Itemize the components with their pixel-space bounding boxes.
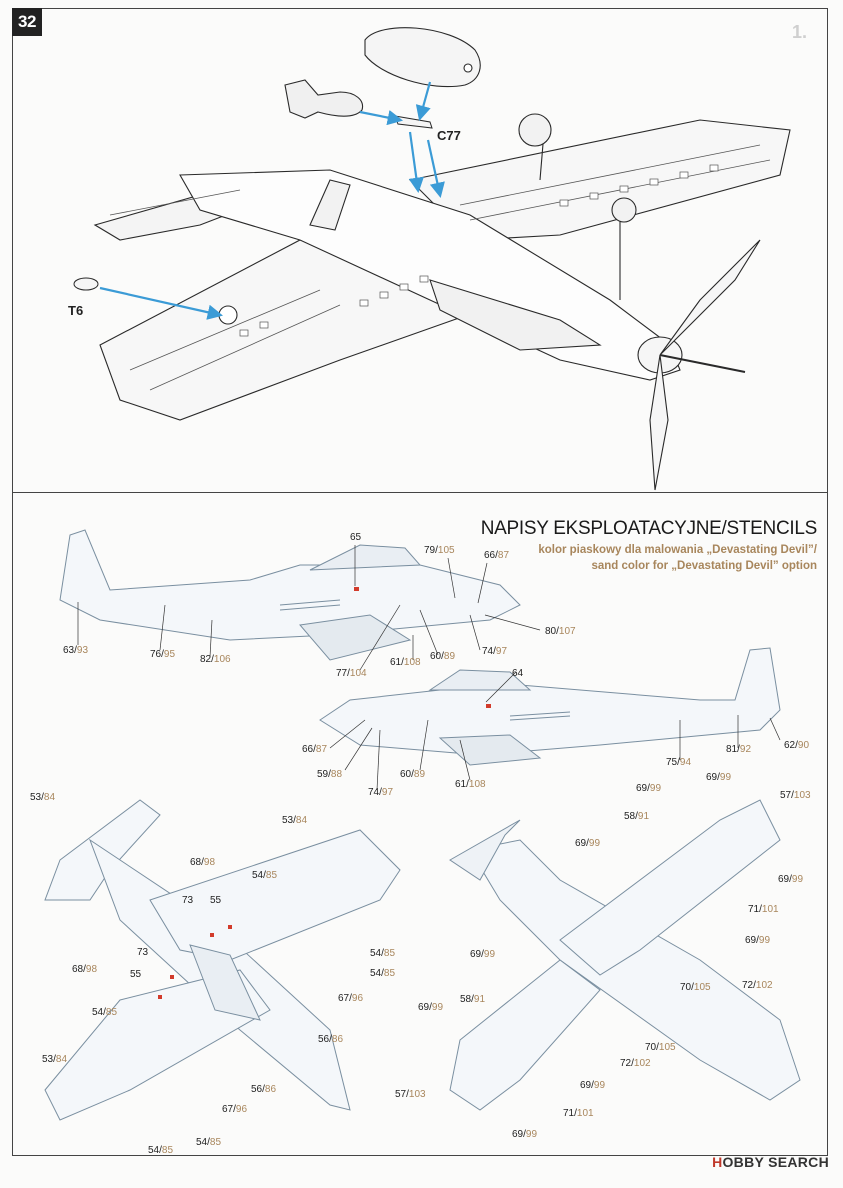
stencil-label: 82/106 [200,654,231,665]
stencil-label: 53/84 [30,792,55,803]
stencil-label: 54/85 [196,1137,221,1148]
side-profile-right [319,647,781,766]
decal-mark-64 [486,704,491,708]
stencil-label: 62/90 [784,740,809,751]
bomb-part [284,79,364,119]
stencil-label: 64 [512,668,524,679]
stencil-label: 77/104 [336,668,367,679]
assembly-arrows [99,81,445,320]
stencil-label: 54/85 [370,948,395,959]
stencil-label: 67/96 [222,1104,247,1115]
stencil-label: 53/84 [282,815,307,826]
stencil-label: 69/99 [470,949,495,960]
stencil-label: 80/107 [545,626,576,637]
callout-c77: C77 [437,128,461,143]
stencil-label: 70/105 [645,1042,676,1053]
stencil-label: 56/86 [318,1034,343,1045]
stencil-label: 79/105 [424,545,455,556]
stencil-label: 60/89 [430,651,455,662]
stencil-label: 54/85 [252,870,277,881]
stencil-label: 61/108 [390,657,421,668]
plan-view-upper-surface [44,799,401,1121]
side-profile-left [59,529,521,661]
stencil-label: 69/99 [580,1080,605,1091]
stencil-label: 71/101 [563,1108,594,1119]
stencil-label: 73 [137,947,149,958]
stencil-label: 66/87 [484,550,509,561]
stencil-label: 69/99 [418,1002,443,1013]
callout-t6: T6 [68,303,83,318]
stencil-label: 70/105 [680,982,711,993]
stencil-label: 60/89 [400,769,425,780]
airframe-underside-drawing [93,113,791,491]
corner-mark: 1. [792,22,807,42]
stencil-label: 67/96 [338,993,363,1004]
stencil-label: 74/97 [368,787,393,798]
decal-marks-profile-left [354,587,359,591]
stencil-label: 69/99 [636,783,661,794]
stencil-label: 59/88 [317,769,342,780]
stencil-label: 72/102 [620,1058,651,1069]
stencil-label: 54/85 [148,1145,173,1156]
stencil-label: 54/85 [370,968,395,979]
stencil-label: 66/87 [302,744,327,755]
stencil-label: 56/86 [251,1084,276,1095]
page-frame [12,8,828,1156]
stencil-label: 61/108 [455,779,486,790]
stencils-title: NAPISY EKSPLOATACYJNE/STENCILS [480,518,818,539]
stencil-label: 53/84 [42,1054,67,1065]
stencil-label: 74/97 [482,646,507,657]
stencil-label: 69/99 [706,772,731,783]
stencils-subtitle-line2: sand color for „Devastating Devil” optio… [591,560,817,572]
stencil-label: 68/98 [72,964,97,975]
stencil-labels: 65 79/105 66/87 63/93 76/95 82/106 77/104 61/10… [30,532,811,1156]
stencils-subtitle-line1: kolor piaskowy dla malowania „Devastatin… [538,544,817,556]
stencil-label: 81/92 [726,744,751,755]
step-number-badge: 32 [12,8,42,36]
part-t6-disc [73,277,99,291]
plan-view-lower-surface [449,799,801,1111]
stencil-label: 69/99 [575,838,600,849]
stencil-label: 69/99 [512,1129,537,1140]
section-divider [12,492,828,493]
stencil-label: 58/91 [624,811,649,822]
stencil-label: 57/103 [780,790,811,801]
stencil-label: 65 [350,532,362,543]
stencil-label: 55 [210,895,222,906]
stencil-label: 58/91 [460,994,485,1005]
stencil-label: 71/101 [748,904,779,915]
stencil-label: 68/98 [190,857,215,868]
stencil-label: 75/94 [666,757,691,768]
stencil-label: 57/103 [395,1089,426,1100]
drop-tank-part [364,27,481,88]
leader-lines [77,545,781,791]
hobby-search-watermark: HOBBY SEARCH [712,1154,829,1170]
decal-marks-plan-upper [158,925,232,999]
pylon-part [394,115,433,129]
stencil-label: 54/85 [92,1007,117,1018]
stencil-label: 69/99 [778,874,803,885]
stencil-label: 76/95 [150,649,175,660]
stencil-label: 72/102 [742,980,773,991]
stencil-label: 69/99 [745,935,770,946]
stencil-label: 63/93 [63,645,88,656]
stencil-label: 55 [130,969,142,980]
stencil-label: 73 [182,895,194,906]
